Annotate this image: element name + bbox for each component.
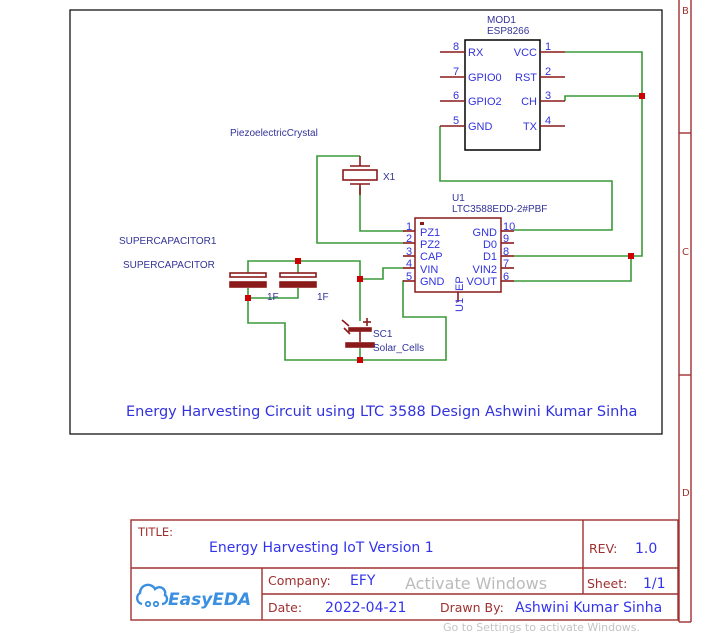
junction-dot xyxy=(639,93,645,99)
supercap-label-1: SUPERCAPACITOR1 xyxy=(119,236,217,247)
pin-name: TX xyxy=(523,121,538,133)
wire-pz2 xyxy=(316,155,404,244)
junctions xyxy=(245,93,645,363)
date-label: Date: xyxy=(268,600,302,615)
pin1-marker xyxy=(420,222,424,225)
rev-label: REV: xyxy=(589,541,617,556)
pin-number: 2 xyxy=(545,66,551,78)
pin-name: RST xyxy=(515,72,537,84)
junction-dot xyxy=(628,253,634,259)
zone-label-b: B xyxy=(682,6,689,17)
wire-gnd-esp xyxy=(439,126,613,231)
pin-number: 5 xyxy=(406,271,412,283)
pin-number: 4 xyxy=(406,258,412,270)
pin-name: RX xyxy=(468,47,484,59)
supercapacitors[interactable]: SUPERCAPACITOR1 SUPERCAPACITOR 1F 1F xyxy=(119,236,329,303)
junction-dot xyxy=(357,276,363,282)
sc1-ref: SC1 xyxy=(373,329,393,340)
wire-cap-top xyxy=(247,260,361,321)
junction-dot xyxy=(357,357,363,363)
pin-number: 1 xyxy=(545,41,551,53)
wire-ch xyxy=(564,95,642,101)
pin-name: D1 xyxy=(483,251,497,263)
x1-label: PiezoelectricCrystal xyxy=(230,128,318,139)
pin-number: 8 xyxy=(453,41,459,53)
schematic-caption: Energy Harvesting Circuit using LTC 3588… xyxy=(126,404,637,420)
zone-label-c: C xyxy=(682,247,689,258)
wire-vout xyxy=(514,256,632,282)
pin-name: GND xyxy=(468,121,493,133)
activate-windows-watermark: Activate Windows xyxy=(405,574,547,593)
u1-value: LTC3588EDD-2#PBF xyxy=(452,204,547,215)
pin-name: GPIO2 xyxy=(468,96,502,108)
wire-pz1 xyxy=(359,187,404,232)
wire-vcc xyxy=(565,51,643,257)
title-label: TITLE: xyxy=(137,525,173,539)
drawing-frame xyxy=(69,9,663,435)
pin-number: 5 xyxy=(453,115,459,127)
wire-cap-bottom xyxy=(247,288,299,299)
junction-dot xyxy=(295,258,301,264)
pin-number: 1 xyxy=(406,221,412,233)
c1-value: 1F xyxy=(267,292,279,303)
pin-name: PZ2 xyxy=(420,239,440,251)
pin-name: VIN xyxy=(420,264,438,276)
pin-number: 6 xyxy=(503,271,509,283)
pin-number: 3 xyxy=(406,246,412,258)
title-value: Energy Harvesting IoT Version 1 xyxy=(209,540,434,556)
x1-ref: X1 xyxy=(383,172,396,183)
pin-name: CAP xyxy=(420,251,443,263)
pin-number: 3 xyxy=(545,90,551,102)
pin-number: 10 xyxy=(503,221,515,233)
wire-vin xyxy=(360,267,404,280)
activate-windows-hint: Go to Settings to activate Windows. xyxy=(443,621,640,633)
pin-name: D0 xyxy=(483,239,497,251)
wires xyxy=(247,51,643,361)
pin-name: GPIO0 xyxy=(468,72,502,84)
date-value: 2022-04-21 xyxy=(325,600,406,616)
pin-name: VIN2 xyxy=(473,264,497,276)
pin-name: PZ1 xyxy=(420,227,440,239)
pin-number: 7 xyxy=(503,258,509,270)
sheet-label: Sheet: xyxy=(587,576,627,591)
drawn-by-label: Drawn By: xyxy=(440,600,504,615)
pin-name: VCC xyxy=(514,47,537,59)
pin-number: 4 xyxy=(545,115,551,127)
company-label: Company: xyxy=(268,573,331,588)
wire-gnd-loop xyxy=(247,280,447,361)
easyeda-logo-icon: EasyEDA xyxy=(135,583,251,610)
mod1-value: ESP8266 xyxy=(487,26,530,37)
u1-rotated-ref: U1 xyxy=(454,298,466,312)
sc1-value: Solar_Cells xyxy=(373,343,424,354)
pin-name: GND xyxy=(473,227,498,239)
rev-value: 1.0 xyxy=(635,541,657,557)
pin-number: 7 xyxy=(453,66,459,78)
company-value: EFY xyxy=(350,573,376,589)
pin-number: 9 xyxy=(503,233,509,245)
piezo-crystal-x1[interactable]: PiezoelectricCrystal X1 xyxy=(230,128,396,195)
u1-ref: U1 xyxy=(452,193,465,204)
pin-number: 8 xyxy=(503,246,509,258)
title-block: TITLE: Energy Harvesting IoT Version 1 R… xyxy=(130,519,679,621)
junction-dot xyxy=(245,295,251,301)
pin-number: 6 xyxy=(453,90,459,102)
ep-label: EP xyxy=(454,276,466,291)
c2-value: 1F xyxy=(317,292,329,303)
zone-label-d: D xyxy=(682,488,690,499)
drawn-by-value: Ashwini Kumar Sinha xyxy=(515,600,662,616)
zone-border: B C D xyxy=(678,0,692,623)
supercap-label-2: SUPERCAPACITOR xyxy=(123,260,215,271)
pin-name: VOUT xyxy=(466,276,497,288)
esp8266-module[interactable]: MOD1 ESP8266 8 7 6 5 RX GPIO0 GPIO2 GND … xyxy=(440,15,565,151)
easyeda-logo-text: EasyEDA xyxy=(168,590,251,610)
mod1-ref: MOD1 xyxy=(487,15,516,26)
pin-number: 2 xyxy=(406,233,412,245)
pin-name: GND xyxy=(420,276,445,288)
pin-name: CH xyxy=(521,96,537,108)
solar-cell-sc1[interactable]: SC1 Solar_Cells xyxy=(341,318,424,354)
sheet-value: 1/1 xyxy=(643,576,666,592)
ltc3588-ic[interactable]: U1 LTC3588EDD-2#PBF 1 2 3 4 5 PZ1 PZ2 CA… xyxy=(403,193,547,312)
